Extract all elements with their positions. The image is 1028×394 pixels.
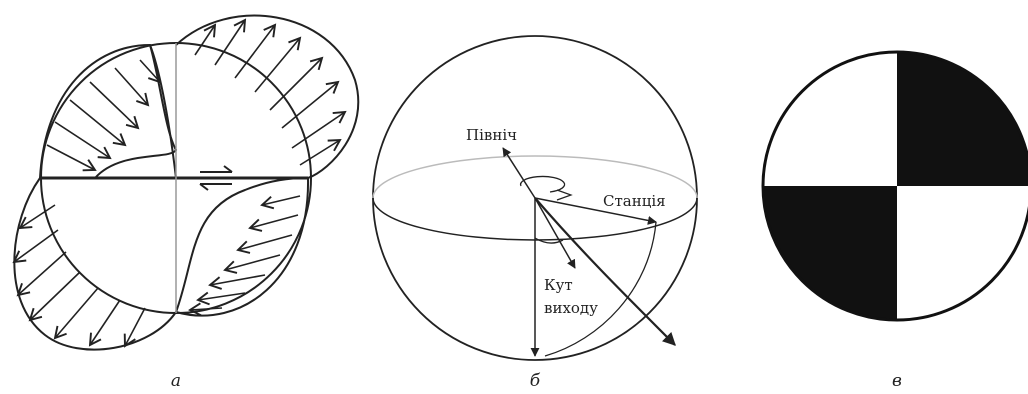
label-angle-line1: Кут bbox=[544, 276, 573, 294]
quadrant-upper-right-dark bbox=[897, 52, 1028, 186]
lobe-lower-left bbox=[13, 177, 177, 351]
arrows-upper-right bbox=[194, 18, 347, 166]
quadrant-curve-upper bbox=[94, 44, 178, 179]
north-arrow bbox=[502, 147, 536, 199]
panel-b-focal-sphere: Північ Станція Кут виходу б bbox=[372, 35, 698, 391]
azimuth-arc-head bbox=[556, 189, 573, 201]
slip-direction-icon bbox=[199, 165, 233, 191]
station-meridian bbox=[544, 221, 657, 357]
station-arrow bbox=[534, 197, 657, 225]
arrows-lower-right bbox=[188, 195, 301, 317]
panel-a-radiation-pattern: а bbox=[12, 14, 360, 391]
ray-path-arrow bbox=[534, 197, 676, 346]
equator-back bbox=[372, 155, 698, 199]
caption-a: а bbox=[171, 371, 181, 391]
label-north: Північ bbox=[466, 126, 517, 144]
caption-c: в bbox=[892, 371, 902, 391]
label-station: Станція bbox=[603, 192, 666, 210]
label-angle-line2: виходу bbox=[544, 299, 598, 317]
panel-c-beach-ball: в bbox=[761, 50, 1028, 391]
arrows-lower-left bbox=[12, 204, 146, 348]
arrows-upper-left bbox=[46, 59, 162, 172]
caption-b: б bbox=[530, 371, 541, 391]
beach-ball-outline bbox=[761, 50, 1028, 322]
takeoff-angle-arc bbox=[534, 237, 564, 244]
quadrant-lower-left-dark bbox=[763, 186, 897, 320]
azimuth-arc bbox=[519, 175, 566, 193]
lobe-upper-right bbox=[175, 14, 360, 179]
lobe-upper-left bbox=[39, 43, 177, 179]
takeoff-short-arrow bbox=[534, 197, 576, 269]
